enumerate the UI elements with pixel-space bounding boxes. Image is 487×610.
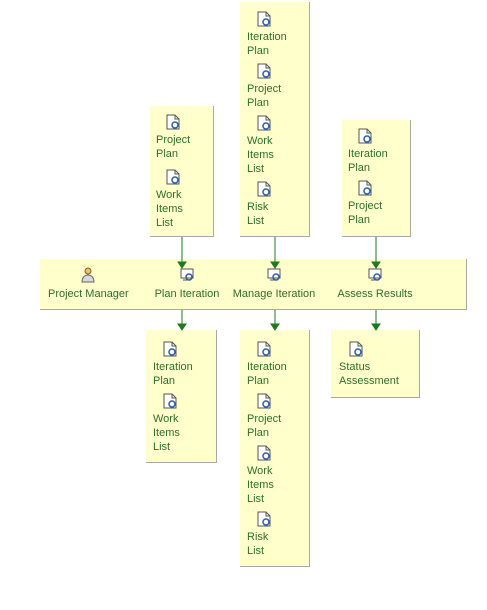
arrowhead bbox=[177, 261, 187, 269]
artifact-label: Work Items List bbox=[153, 413, 180, 453]
artifact-document-icon bbox=[257, 445, 271, 461]
artifact-label: Project Plan bbox=[247, 413, 282, 439]
artifact-project-plan[interactable]: Project Plan bbox=[247, 393, 281, 440]
assess-results-inputs-box: Iteration Plan Project Plan bbox=[342, 120, 411, 237]
artifact-document-icon bbox=[257, 393, 271, 409]
artifact-document-icon bbox=[163, 341, 177, 357]
arrowhead bbox=[371, 323, 381, 331]
manage-iteration-inputs-box: Iteration Plan Project Plan Work Items L… bbox=[240, 2, 310, 237]
artifact-document-icon bbox=[166, 114, 180, 130]
artifact-document-icon bbox=[358, 128, 372, 144]
artifact-label: Work Items List bbox=[247, 465, 274, 505]
role-person-icon bbox=[81, 267, 95, 283]
task-label: Plan Iteration bbox=[154, 288, 220, 300]
artifact-document-icon bbox=[257, 181, 271, 197]
artifact-label: Project Plan bbox=[247, 83, 282, 109]
artifact-label: Project Plan bbox=[348, 200, 383, 226]
artifact-work-items-list[interactable]: Work Items List bbox=[156, 169, 183, 230]
artifact-iteration-plan[interactable]: Iteration Plan bbox=[247, 341, 287, 388]
artifact-label: Work Items List bbox=[156, 189, 183, 229]
artifact-iteration-plan[interactable]: Iteration Plan bbox=[247, 11, 287, 58]
artifact-label: Risk List bbox=[247, 201, 269, 227]
role-label: Project Manager bbox=[48, 288, 129, 300]
workflow-band: Project Manager Plan Iteration Manage It… bbox=[40, 259, 467, 310]
task-manage-iteration[interactable]: Manage Iteration bbox=[228, 267, 320, 301]
artifact-label: Iteration Plan bbox=[247, 361, 287, 387]
artifact-document-icon bbox=[163, 393, 177, 409]
task-icon bbox=[368, 268, 382, 281]
artifact-label: Iteration Plan bbox=[153, 361, 193, 387]
artifact-project-plan[interactable]: Project Plan bbox=[348, 180, 382, 227]
task-plan-iteration[interactable]: Plan Iteration bbox=[146, 267, 228, 301]
artifact-work-items-list[interactable]: Work Items List bbox=[153, 393, 180, 454]
artifact-document-icon bbox=[358, 180, 372, 196]
task-icon bbox=[180, 268, 194, 281]
manage-iteration-outputs-box: Iteration Plan Project Plan Work Items L… bbox=[240, 330, 310, 567]
arrowhead bbox=[270, 261, 280, 269]
plan-iteration-inputs-box: Project Plan Work Items List bbox=[150, 106, 214, 237]
artifact-iteration-plan[interactable]: Iteration Plan bbox=[348, 128, 388, 175]
artifact-label: Iteration Plan bbox=[348, 148, 388, 174]
artifact-risk-list[interactable]: Risk List bbox=[247, 511, 271, 558]
artifact-label: Work Items List bbox=[247, 135, 274, 175]
artifact-work-items-list[interactable]: Work Items List bbox=[247, 115, 274, 176]
role-project-manager[interactable]: Project Manager bbox=[48, 267, 129, 301]
artifact-iteration-plan[interactable]: Iteration Plan bbox=[153, 341, 193, 388]
task-assess-results[interactable]: Assess Results bbox=[330, 267, 420, 301]
arrowhead bbox=[270, 323, 280, 331]
artifact-document-icon bbox=[166, 169, 180, 185]
artifact-label: Iteration Plan bbox=[247, 31, 287, 57]
artifact-document-icon bbox=[257, 511, 271, 527]
artifact-label: Status Assessment bbox=[339, 361, 399, 387]
task-label: Manage Iteration bbox=[232, 288, 316, 300]
artifact-document-icon bbox=[257, 341, 271, 357]
artifact-document-icon bbox=[349, 341, 363, 357]
arrowhead bbox=[371, 261, 381, 269]
arrowhead bbox=[177, 323, 187, 331]
artifact-label: Risk List bbox=[247, 531, 269, 557]
artifact-label: Project Plan bbox=[156, 134, 191, 160]
artifact-work-items-list[interactable]: Work Items List bbox=[247, 445, 274, 506]
artifact-risk-list[interactable]: Risk List bbox=[247, 181, 271, 228]
artifact-project-plan[interactable]: Project Plan bbox=[247, 63, 281, 110]
assess-results-outputs-box: Status Assessment bbox=[331, 330, 420, 398]
task-icon bbox=[267, 268, 281, 281]
artifact-document-icon bbox=[257, 11, 271, 27]
plan-iteration-outputs-box: Iteration Plan Work Items List bbox=[146, 330, 217, 463]
artifact-document-icon bbox=[257, 115, 271, 131]
artifact-project-plan[interactable]: Project Plan bbox=[156, 114, 190, 161]
artifact-status-assessment[interactable]: Status Assessment bbox=[339, 341, 399, 388]
task-label: Assess Results bbox=[337, 288, 413, 300]
artifact-document-icon bbox=[257, 63, 271, 79]
